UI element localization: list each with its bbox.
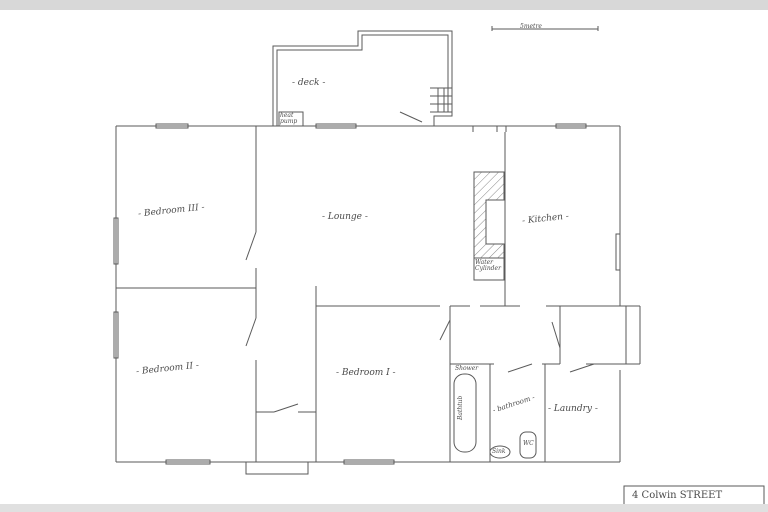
label-wc: WC	[523, 440, 534, 447]
front-step	[245, 461, 309, 475]
street-label: 4 Colwin STREET	[632, 490, 723, 501]
outer-walls	[115, 125, 621, 463]
interior-walls	[116, 126, 641, 462]
windows	[113, 123, 621, 465]
bathroom-fixtures	[453, 373, 537, 459]
room-label-bedroom-1: - Bedroom I -	[336, 368, 396, 378]
label-sink: Sink	[492, 448, 506, 455]
label-heat-pump: heat pump	[280, 112, 298, 125]
room-label-deck: - deck -	[292, 78, 326, 88]
label-bathtub: Bathtub	[457, 395, 464, 420]
scale-bar	[491, 26, 599, 31]
scale-label: 5metre	[520, 23, 542, 30]
room-label-laundry: - Laundry -	[548, 404, 598, 414]
label-shower: Shower	[455, 365, 479, 372]
scan-bottom-edge	[0, 504, 768, 512]
room-label-lounge: - Lounge -	[322, 212, 368, 222]
door-swings	[245, 111, 595, 413]
label-water-cylinder: Water Cylinder	[475, 259, 501, 272]
scan-top-edge	[0, 0, 768, 10]
kitchen-bench	[473, 171, 505, 281]
